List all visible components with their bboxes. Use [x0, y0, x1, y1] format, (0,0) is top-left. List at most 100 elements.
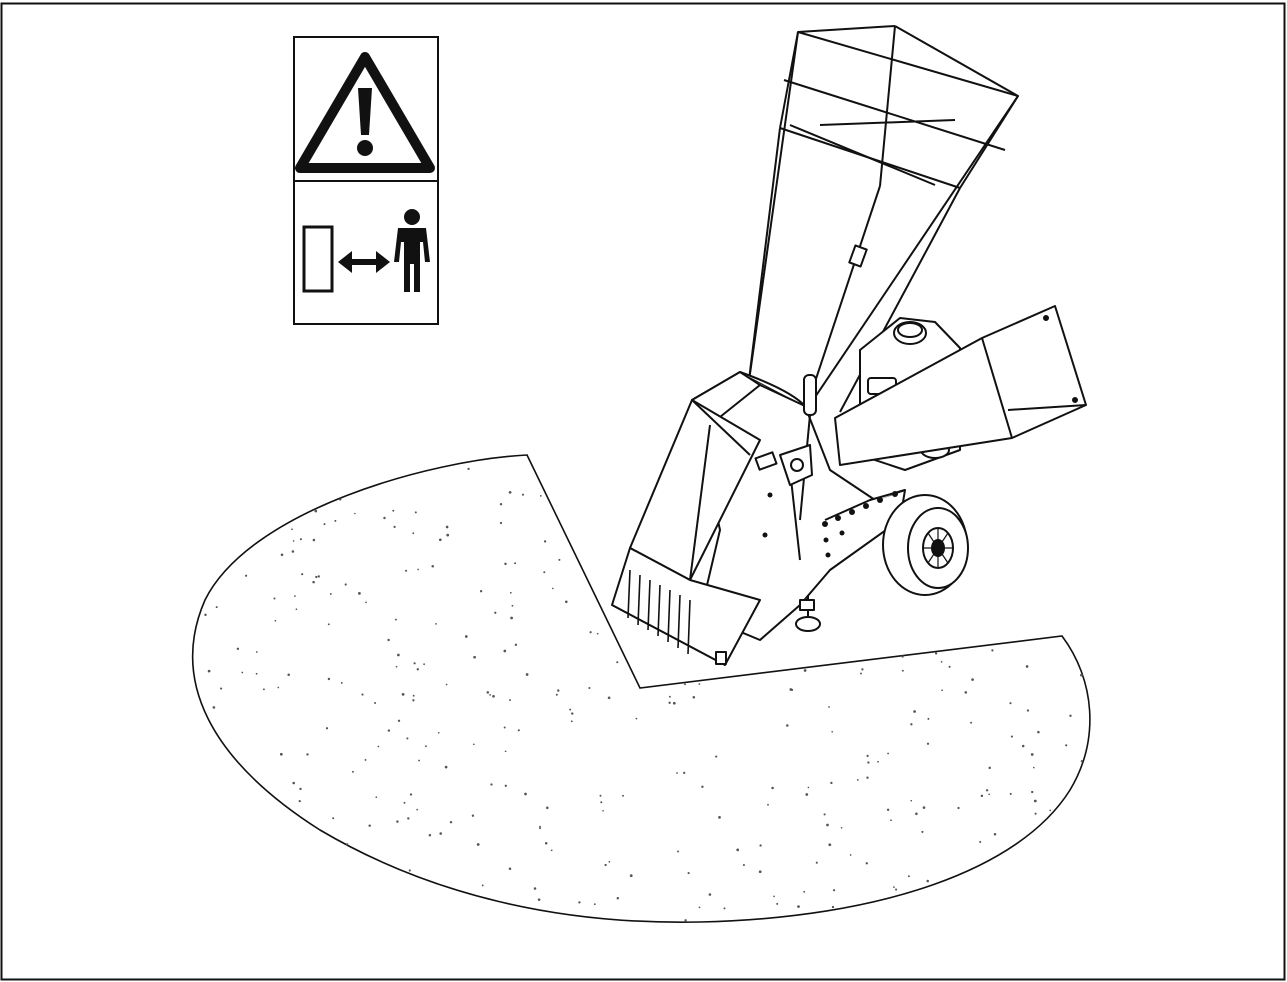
stipple-dot	[1080, 760, 1084, 763]
stipple-dot	[629, 874, 633, 878]
stipple-dot	[767, 803, 769, 806]
stipple-dot	[570, 720, 573, 723]
stipple-dot	[600, 801, 603, 804]
stipple-dot	[212, 706, 216, 709]
stipple-dot	[344, 583, 347, 586]
stipple-dot	[860, 672, 862, 675]
stipple-dot	[742, 863, 745, 867]
stipple-dot	[439, 832, 442, 835]
stipple-dot	[866, 776, 869, 779]
stipple-dot	[677, 850, 679, 853]
stipple-dot	[412, 699, 415, 702]
stipple-dot	[428, 833, 432, 837]
stipple-dot	[807, 786, 810, 789]
stipple-dot	[708, 893, 712, 896]
stipple-dot	[481, 884, 484, 887]
stipple-dot	[687, 872, 690, 875]
stipple-dot	[867, 761, 870, 764]
stipple-dot	[815, 861, 818, 864]
stipple-dot	[438, 732, 440, 734]
stipple-dot	[786, 724, 789, 727]
stipple-dot	[668, 695, 671, 698]
stipple-dot	[368, 824, 371, 827]
stipple-dot	[383, 516, 386, 520]
stipple-dot	[776, 902, 779, 905]
stipple-dot	[408, 869, 411, 872]
stipple-dot	[1034, 812, 1037, 815]
stipple-dot	[414, 511, 417, 514]
stipple-dot	[823, 813, 826, 816]
stipple-dot	[339, 498, 342, 501]
stipple-dot	[1031, 790, 1034, 794]
stipple-dot	[684, 683, 686, 686]
stipple-dot	[826, 823, 829, 827]
stipple-dot	[926, 742, 930, 745]
stipple-dot	[327, 623, 330, 626]
stipple-dot	[715, 755, 718, 758]
stipple-dot	[887, 752, 890, 755]
stipple-dot	[913, 710, 916, 713]
stipple-dot	[255, 651, 258, 653]
stipple-dot	[537, 898, 541, 901]
stipple-dot	[940, 661, 943, 663]
stipple-dot	[405, 569, 408, 572]
stipple-dot	[1037, 730, 1040, 734]
stipple-dot	[773, 895, 775, 898]
stipple-dot	[364, 758, 367, 761]
stipple-dot	[1021, 744, 1025, 748]
stipple-dot	[329, 592, 332, 595]
stipple-dot	[317, 575, 321, 578]
stipple-dot	[220, 687, 223, 690]
stipple-dot	[476, 843, 480, 846]
stipple-dot	[473, 655, 476, 659]
stipple-dot	[334, 519, 337, 522]
stipple-dot	[407, 817, 410, 820]
stipple-dot	[472, 743, 475, 746]
stipple-dot	[926, 879, 929, 883]
stipple-dot	[607, 696, 611, 700]
stipple-dot	[828, 706, 830, 708]
stipple-dot	[446, 533, 450, 537]
stipple-dot	[207, 669, 211, 673]
stipple-dot	[499, 521, 503, 525]
stipple-dot	[840, 826, 843, 829]
stipple-dot	[397, 653, 400, 657]
stipple-dot	[849, 854, 852, 856]
stipple-dot	[1049, 809, 1052, 812]
stipple-dot	[464, 635, 468, 638]
stipple-dot	[927, 717, 930, 720]
stipple-dot	[236, 647, 240, 651]
stipple-dot	[635, 717, 638, 720]
stipple-dot	[1065, 744, 1068, 747]
stipple-dot	[964, 691, 968, 694]
stipple-dot	[988, 793, 991, 796]
stipple-dot	[668, 701, 671, 704]
stipple-dot	[866, 754, 869, 758]
stipple-dot	[449, 821, 453, 824]
stipple-dot	[306, 753, 309, 756]
safety-sign	[293, 36, 439, 325]
stipple-dot	[684, 919, 687, 922]
stipple-dot	[828, 843, 832, 847]
stipple-dot	[803, 669, 807, 672]
stipple-dot	[979, 840, 982, 844]
stipple-dot	[1009, 792, 1012, 795]
stipple-dot	[375, 796, 378, 799]
stipple-dot	[539, 825, 541, 828]
stipple-dot	[255, 672, 258, 675]
stipple-dot	[413, 662, 416, 665]
stipple-dot	[901, 655, 904, 658]
stipple-dot	[569, 708, 572, 711]
stipple-dot	[910, 723, 913, 726]
stipple-dot	[1009, 702, 1012, 705]
stipple-dot	[759, 844, 762, 847]
stipple-dot	[907, 875, 910, 878]
stipple-dot	[340, 681, 343, 684]
stipple-dot	[351, 770, 354, 773]
stipple-dot	[557, 689, 560, 692]
stipple-dot	[274, 619, 277, 622]
stipple-dot	[438, 538, 442, 542]
stipple-dot	[1033, 799, 1037, 803]
